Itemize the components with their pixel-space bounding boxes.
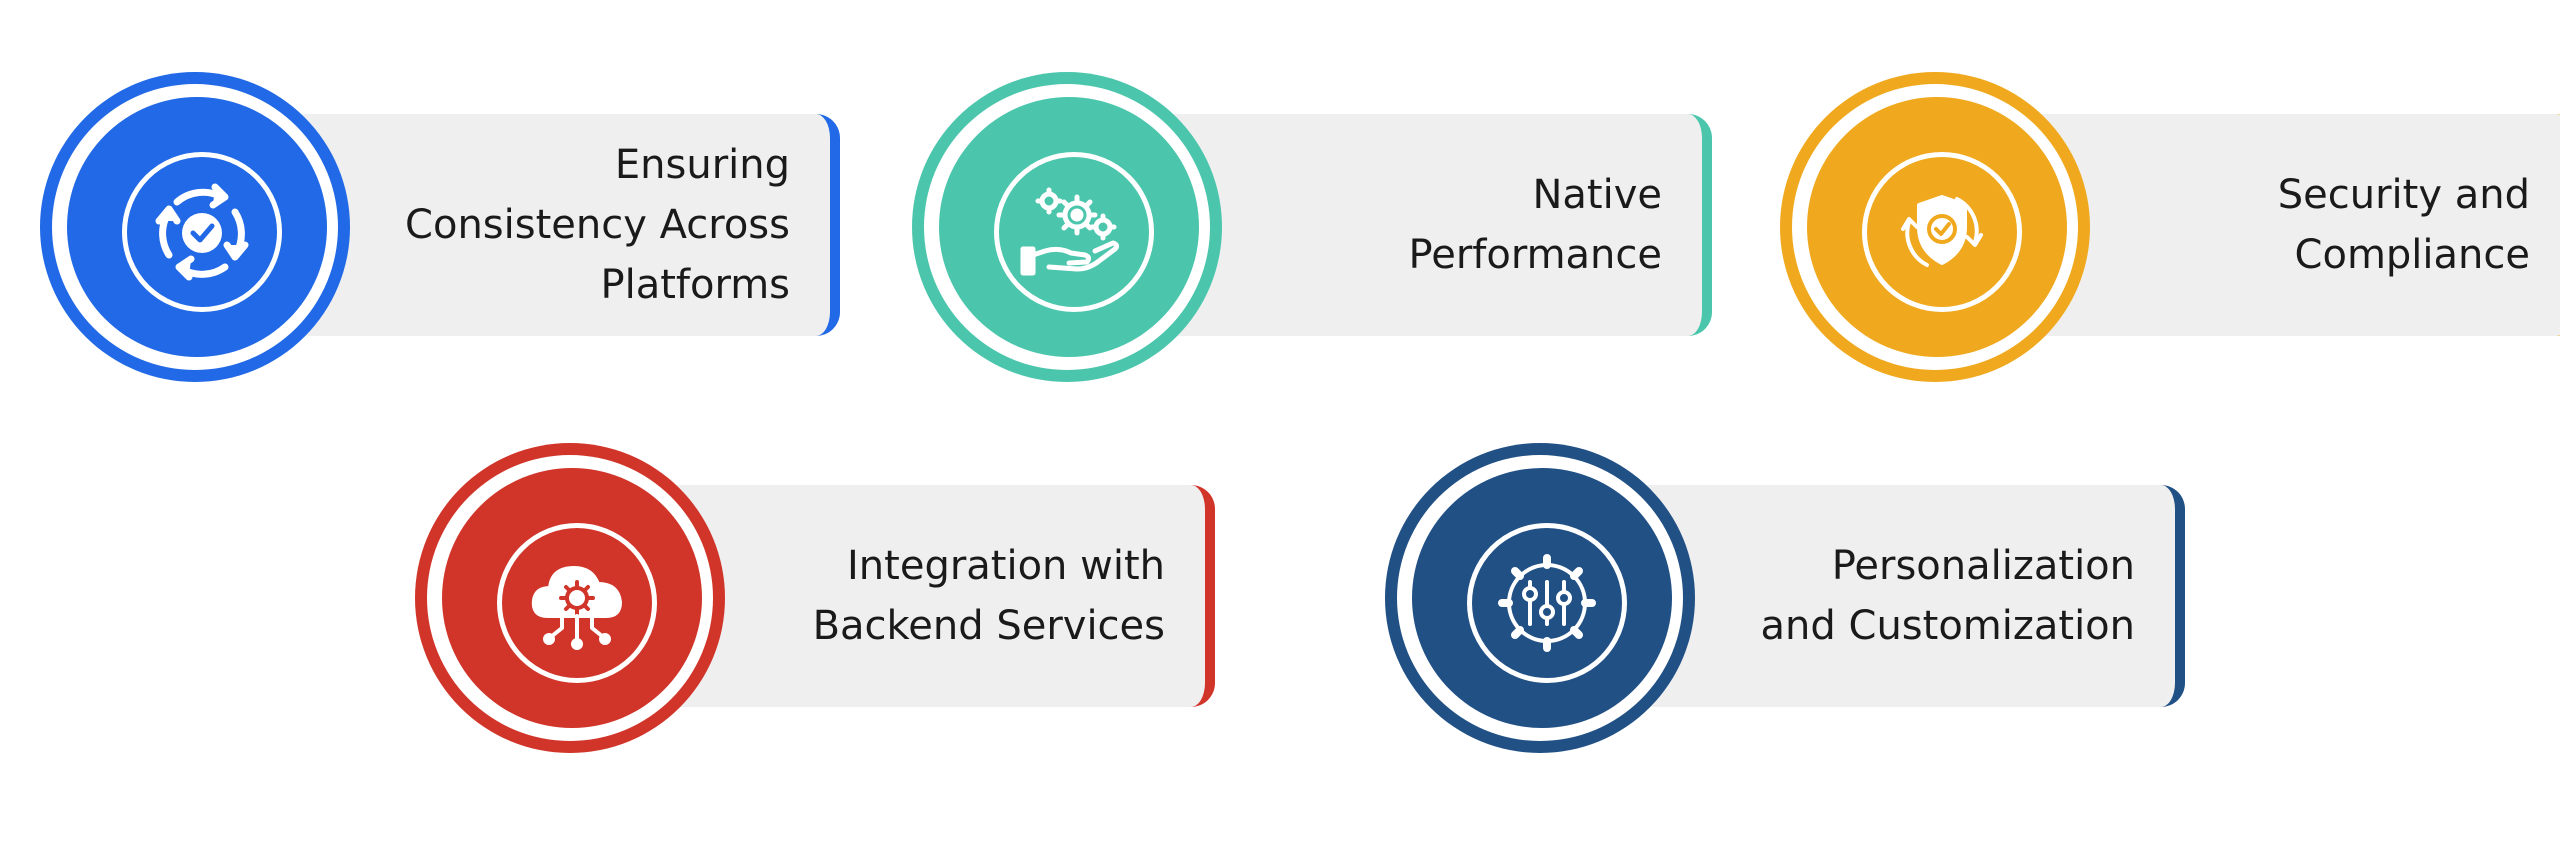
icon-disc [939,97,1199,357]
feature-card-security: Security and Compliance [1780,72,2560,382]
feature-label: Native Performance [1408,172,1662,278]
icon-ring [994,152,1154,312]
icon-ring [1862,152,2022,312]
feature-label: Personalization and Customization [1760,543,2135,649]
icon-ring [122,152,282,312]
icon-disc [442,468,702,728]
icon-disc [1807,97,2067,357]
icon-ring [1467,523,1627,683]
sync-check-icon [155,183,249,281]
cloud-gear-icon [531,566,622,650]
icon-disc [1412,468,1672,728]
feature-label: Ensuring Consistency Across Platforms [405,142,790,308]
icon-disc [67,97,327,357]
shield-check-icon [1901,195,1983,267]
feature-card-native-performance: Native Performance [912,72,1712,382]
gears-hand-icon [1020,187,1120,276]
feature-card-consistency: Ensuring Consistency Across Platforms [40,72,840,382]
feature-label: Integration with Backend Services [812,543,1165,649]
icon-ring [497,523,657,683]
settings-sliders-icon [1498,554,1596,652]
feature-card-personalization: Personalization and Customization [1385,443,2185,753]
feature-label: Security and Compliance [2277,172,2530,278]
feature-card-backend-integration: Integration with Backend Services [415,443,1215,753]
